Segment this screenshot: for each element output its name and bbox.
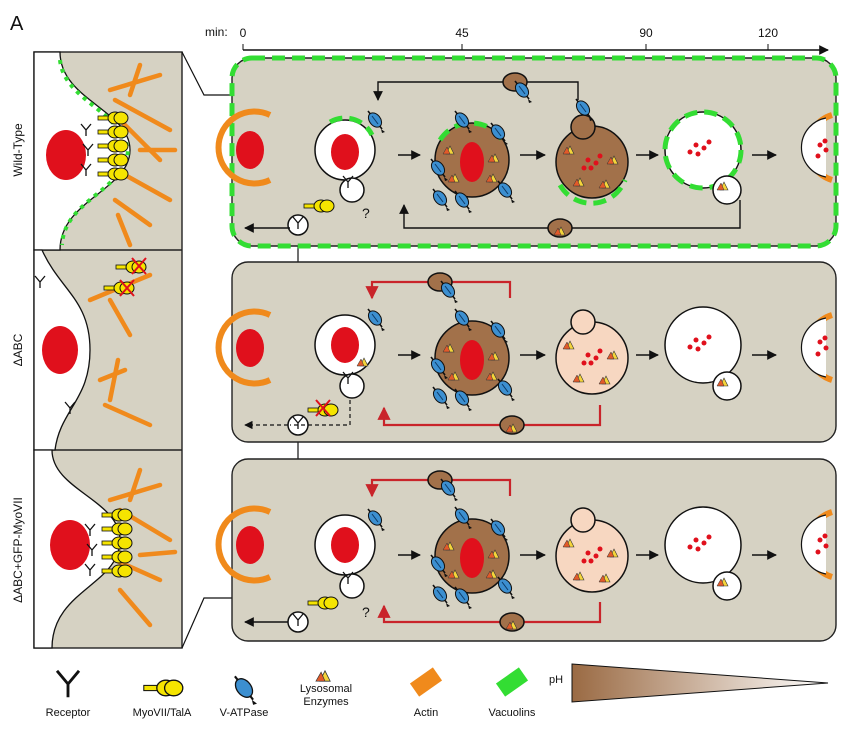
- legend-ph: pH: [549, 674, 563, 686]
- wt-vacuolin-outline: [229, 55, 839, 249]
- row-label-dabc: ΔABC: [11, 333, 25, 366]
- legend-enzymes: Lysosomal Enzymes: [299, 683, 353, 708]
- tick-0: 0: [240, 26, 247, 40]
- tick-120: 120: [758, 26, 778, 40]
- tick-90: 90: [639, 26, 653, 40]
- tick-45: 45: [455, 26, 469, 40]
- row-rescue: ?: [215, 458, 837, 642]
- legend-vacuolins: Vacuolins: [489, 707, 536, 719]
- receptor-icon: [55, 669, 81, 698]
- dabc-particle: [42, 326, 78, 374]
- wt-question-mark: ?: [362, 205, 370, 221]
- enzyme-icon: [315, 669, 331, 682]
- legend-receptor: Receptor: [46, 707, 91, 719]
- wt-particle: [46, 130, 86, 180]
- legend-actin: Actin: [414, 707, 438, 719]
- v-atpase-icon: [234, 675, 257, 705]
- panel-label: A: [10, 13, 24, 35]
- rescue-lane: [231, 458, 837, 642]
- ph-gradient-icon: [571, 663, 829, 703]
- wt-vacuolin-trace: [58, 59, 131, 246]
- myosin-icon: [143, 679, 184, 697]
- rescue-question-mark: ?: [362, 604, 370, 620]
- vacuolin-icon: [495, 667, 529, 697]
- row-label-wt: Wild-Type: [11, 123, 25, 177]
- actin-icon: [409, 667, 443, 697]
- legend-myo: MyoVII/TalA: [133, 707, 192, 719]
- detail-column: [33, 51, 183, 649]
- dabc-inactive-myosins: [34, 257, 147, 415]
- row-dabc: [215, 261, 837, 443]
- rescue-particle: [50, 520, 90, 570]
- row-label-rescue: ΔABC+GFP-MyoVII: [11, 497, 25, 603]
- timeline-unit: min:: [205, 25, 228, 39]
- legend-vatpase: V-ATPase: [220, 707, 269, 719]
- timeline: min: 0 45 90 120: [205, 25, 829, 55]
- dabc-lane: [231, 261, 837, 443]
- legend: Receptor MyoVII/TalA V-ATPase Lysosomal …: [46, 663, 829, 719]
- wt-actin-filaments: [107, 62, 178, 248]
- row-wild-type: ?: [215, 55, 839, 249]
